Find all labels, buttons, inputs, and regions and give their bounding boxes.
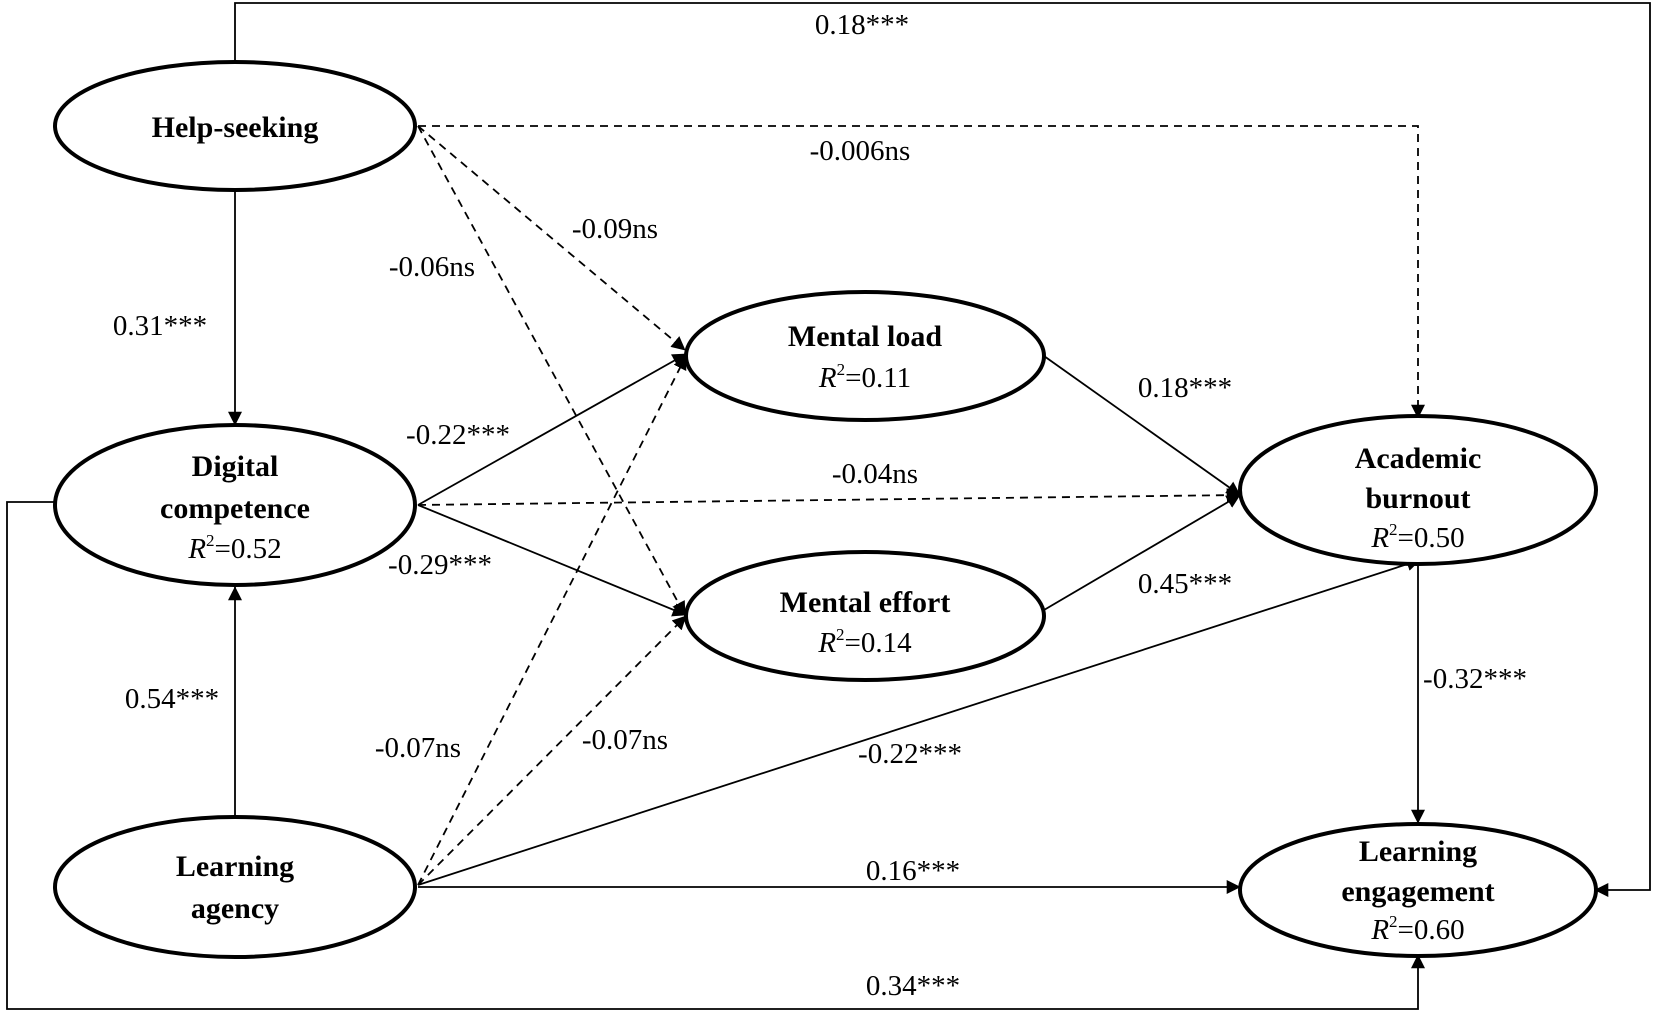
node-learning-agency: Learning agency [53, 815, 417, 959]
coef-dc-ab: -0.04ns [832, 458, 918, 490]
coef-la-ml: -0.07ns [375, 732, 461, 764]
coef-dc-me: -0.29*** [388, 549, 492, 581]
node-label-learning-engagement-line2: engagement [1341, 875, 1494, 908]
coef-la-ab: -0.22*** [858, 738, 962, 770]
node-label-help-seeking: Help-seeking [152, 111, 319, 144]
path-line-ml-ab [1043, 355, 1241, 496]
node-r2-academic-burnout: R2=0.50 [1370, 520, 1464, 554]
coef-dc-le: 0.34*** [866, 970, 960, 1002]
coef-la-me: -0.07ns [582, 724, 668, 756]
path-line-dc-me [417, 504, 687, 617]
node-label-learning-agency-line1: Learning [176, 850, 294, 883]
path-line-hs-ml [417, 125, 686, 351]
node-mental-effort: Mental effort R2=0.14 [684, 550, 1046, 682]
node-r2-mental-load: R2=0.11 [818, 360, 911, 394]
coef-ml-ab: 0.18*** [1138, 372, 1232, 404]
node-learning-engagement: Learning engagement R2=0.60 [1238, 822, 1598, 958]
path-line-dc-ml [417, 353, 687, 506]
node-label-academic-burnout-line1: Academic [1355, 442, 1482, 475]
node-label-learning-engagement-line1: Learning [1359, 835, 1477, 868]
path-line-hs-me [417, 125, 686, 616]
coef-la-dc: 0.54*** [125, 683, 219, 715]
coef-hs-dc: 0.31*** [113, 310, 207, 342]
coef-hs-ab: -0.006ns [810, 135, 911, 167]
path-line-la-me [417, 615, 687, 886]
node-label-digital-competence-line1: Digital [192, 450, 279, 483]
node-label-mental-load: Mental load [788, 320, 942, 353]
node-label-digital-competence-line2: competence [160, 492, 310, 525]
path-line-dc-le [6, 501, 1425, 1010]
coef-hs-le: 0.18*** [815, 9, 909, 41]
node-r2-mental-effort: R2=0.14 [817, 625, 912, 659]
node-mental-load: Mental load R2=0.11 [684, 290, 1046, 422]
coef-hs-ml: -0.09ns [572, 213, 658, 245]
node-label-learning-agency-line2: agency [191, 892, 279, 925]
coef-hs-me: -0.06ns [389, 251, 475, 283]
path-line-dc-ab [417, 488, 1241, 506]
node-r2-digital-competence: R2=0.52 [187, 531, 281, 565]
node-digital-competence: Digital competence R2=0.52 [53, 423, 417, 587]
node-academic-burnout: Academic burnout R2=0.50 [1238, 414, 1598, 566]
path-line-me-ab [1043, 494, 1241, 611]
path-line-la-ml [417, 355, 687, 886]
path-line-hs-ab [418, 125, 1425, 419]
coef-dc-ml: -0.22*** [406, 419, 510, 451]
node-r2-learning-engagement: R2=0.60 [1370, 912, 1464, 946]
node-label-academic-burnout-line2: burnout [1365, 482, 1470, 515]
node-help-seeking: Help-seeking [53, 60, 417, 192]
coef-ab-le: -0.32*** [1423, 663, 1527, 695]
node-label-mental-effort: Mental effort [780, 586, 951, 619]
path-line-la-ab [417, 557, 1421, 886]
coef-la-le: 0.16*** [866, 855, 960, 887]
coef-me-ab: 0.45*** [1138, 568, 1232, 600]
path-line-hs-le [234, 2, 1651, 897]
